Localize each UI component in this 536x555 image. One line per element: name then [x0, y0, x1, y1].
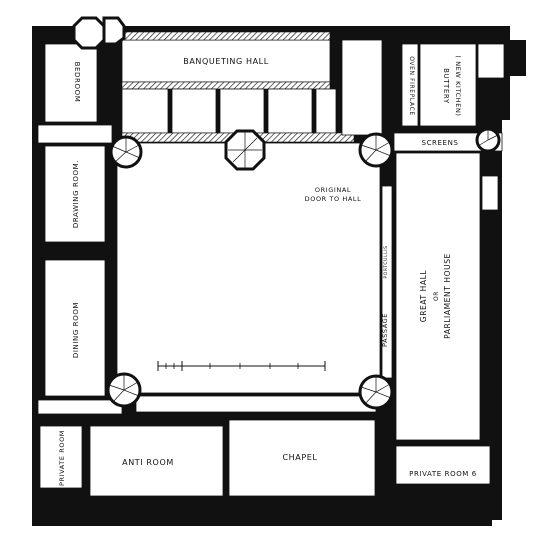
bedroom-label: BEDROOM — [73, 62, 81, 103]
south-gallery — [135, 395, 377, 413]
stair-tower-kitchen — [475, 127, 501, 153]
great-hall-label-line2: OR — [433, 291, 440, 301]
buttery — [419, 43, 477, 127]
chapel-label: CHAPEL — [282, 453, 317, 462]
screens-label: SCREENS — [422, 139, 459, 147]
courtyard — [116, 142, 381, 394]
portcullis-label: PORTCULLIS — [383, 245, 389, 278]
stair-tower-nw — [109, 135, 143, 169]
passage — [381, 185, 393, 379]
stair-tower-se — [358, 374, 394, 410]
oven-fireplace-label: OVEN FIREPLACE — [408, 56, 415, 116]
original-door-label-line2: DOOR TO HALL — [305, 195, 362, 203]
corner-turret-nw — [72, 16, 126, 50]
stair-tower-sw — [106, 372, 142, 408]
south-buttresses — [92, 496, 388, 518]
dining-room — [44, 259, 106, 397]
east-wall-chamber — [481, 175, 499, 211]
great-hall-label-line1: GREAT HALL — [419, 270, 428, 323]
scale-bar — [157, 361, 326, 371]
great-hall-label-line3: PARLIAMENT HOUSE — [443, 253, 452, 339]
chapel — [228, 419, 376, 497]
banqueting-hall-south-wall — [121, 81, 331, 90]
private-room-right-label: PRIVATE ROOM 6 — [409, 470, 477, 478]
anti-room-label: ANTI ROOM — [122, 458, 174, 467]
buttery-label-line2: ( NEW KITCHEN) — [454, 55, 462, 116]
bedroom — [44, 43, 98, 123]
stair-tower-north — [224, 129, 266, 171]
banqueting-hall-north-wall — [121, 31, 331, 41]
private-room-left-label: PRIVATE ROOM — [58, 430, 66, 486]
buttery-label-line1: BUTTERY — [442, 68, 450, 104]
original-door-label-line1: ORIGINAL — [315, 186, 351, 194]
oven-fireplace — [401, 43, 419, 127]
banqueting-hall-label: BANQUETING HALL — [183, 57, 269, 66]
passage-label: PASSAGE — [381, 313, 389, 347]
drawing-room — [44, 145, 106, 243]
west-corridor — [37, 399, 123, 415]
anti-room — [89, 425, 224, 497]
dining-room-label: DINING ROOM — [72, 302, 80, 358]
banqueting-hall — [121, 39, 331, 83]
great-hall — [395, 152, 481, 441]
north-undercroft-bays — [121, 88, 337, 134]
drawing-room-label: DRAWING ROOM. — [72, 160, 80, 228]
west-stair-lobby — [37, 124, 113, 144]
screens — [393, 132, 503, 152]
stair-tower-ne — [358, 132, 394, 168]
kitchen-annex — [477, 43, 505, 79]
private-room-right — [395, 445, 491, 485]
north-east-chamber — [341, 39, 383, 136]
private-room-left — [39, 425, 83, 489]
